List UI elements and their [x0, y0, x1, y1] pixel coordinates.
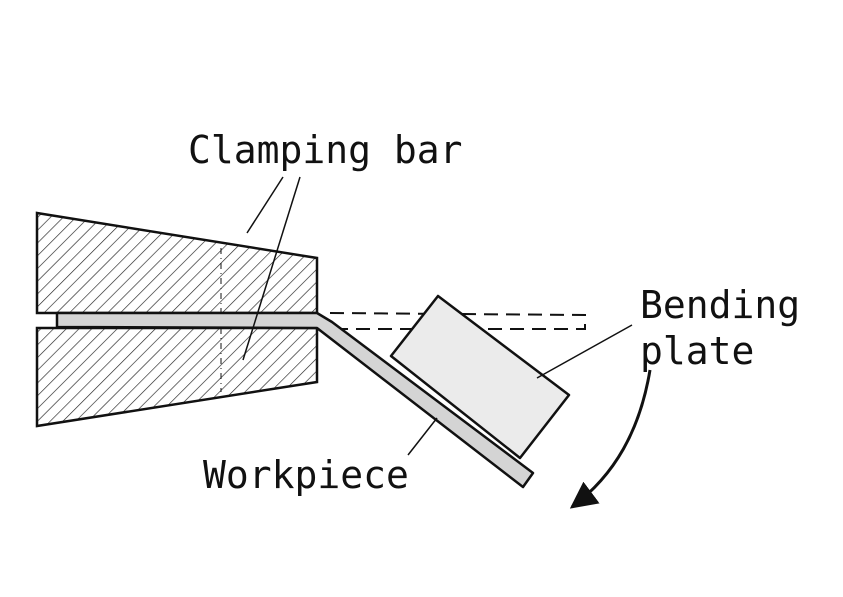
bending-plate-label-line2: plate — [640, 329, 754, 373]
clamping-bar-leader-upper — [246, 176, 284, 234]
lower-clamping-bar — [35, 326, 319, 428]
clamping-bar-leader-lower — [242, 176, 301, 361]
clamping-bar-label: Clamping bar — [188, 128, 463, 172]
bending-direction-arrow — [569, 369, 652, 509]
bending-plate — [389, 294, 571, 460]
workpiece-label: Workpiece — [203, 453, 409, 497]
workpiece — [55, 311, 535, 489]
bending-plate-label-line1: Bending — [640, 283, 800, 327]
workpiece-leader — [407, 417, 438, 456]
upper-clamping-bar — [35, 211, 319, 315]
bending-plate-leader — [536, 324, 633, 379]
